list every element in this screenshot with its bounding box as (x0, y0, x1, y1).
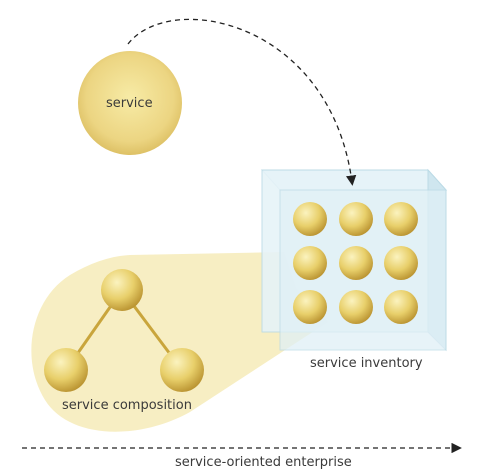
inventory-sphere (293, 202, 327, 236)
composition-sphere-left (44, 348, 88, 392)
inventory-sphere (293, 290, 327, 324)
service-to-inventory-arrow (127, 18, 357, 186)
inventory-spheres (293, 202, 418, 324)
service-label: service (106, 96, 153, 111)
inventory-sphere (339, 246, 373, 280)
inventory-sphere (384, 202, 418, 236)
service-inventory-label: service inventory (310, 356, 423, 371)
composition-sphere-top (101, 269, 143, 311)
inventory-sphere (339, 202, 373, 236)
inventory-sphere (293, 246, 327, 280)
inventory-sphere (384, 290, 418, 324)
composition-sphere-right (160, 348, 204, 392)
service-oriented-enterprise-label: service-oriented enterprise (175, 455, 352, 470)
service-sphere (78, 51, 182, 155)
inventory-sphere (384, 246, 418, 280)
service-composition-label: service composition (62, 398, 192, 413)
inventory-sphere (339, 290, 373, 324)
